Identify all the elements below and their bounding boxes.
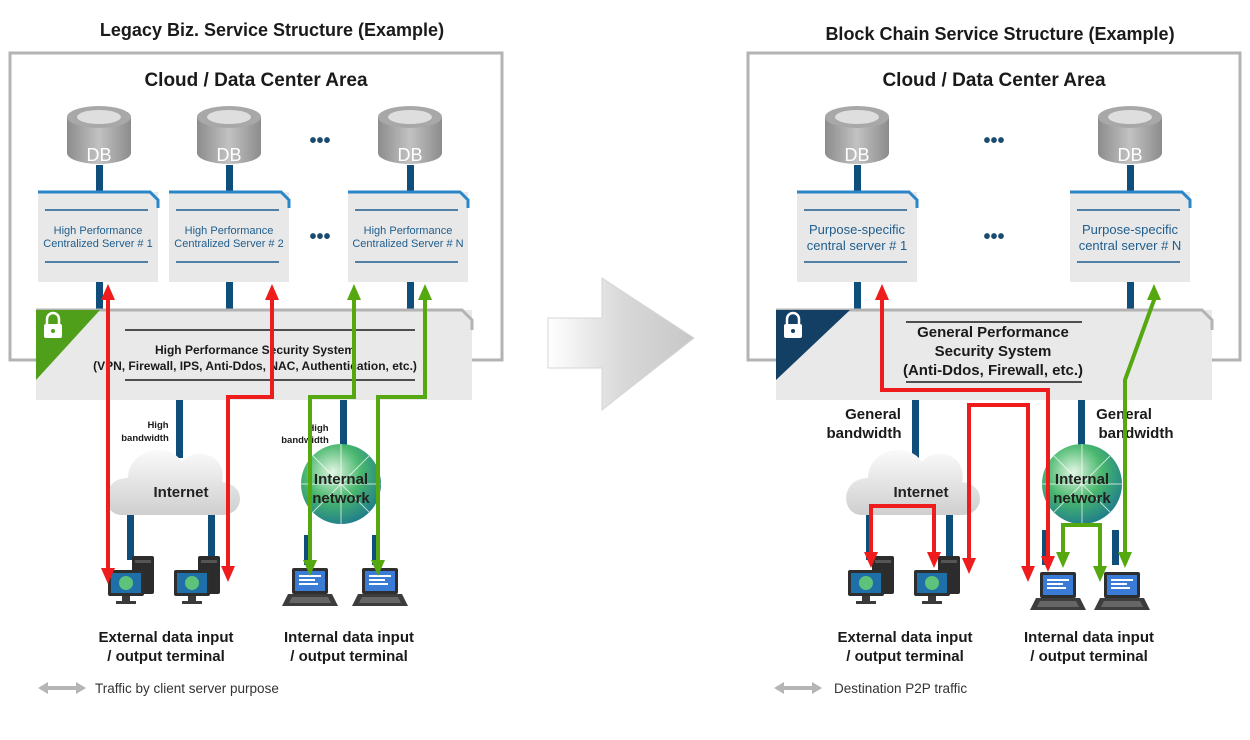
server-1: Purpose-specific central server # 1 [797, 190, 919, 282]
ellipsis-dots: ••• [983, 130, 1004, 152]
svg-text:Centralized Server # N: Centralized Server # N [352, 238, 463, 250]
server-1: High Performance Centralized Server # 1 [38, 190, 160, 282]
bandwidth-label: bandwidth [281, 435, 329, 446]
ellipsis-dots: ••• [309, 226, 330, 248]
svg-text:Centralized Server # 2: Centralized Server # 2 [174, 238, 283, 250]
db-icon: DB [825, 106, 889, 165]
server-n: Purpose-specific central server # N [1070, 190, 1192, 282]
bandwidth-label: General [845, 406, 901, 423]
svg-text:Internet: Internet [893, 484, 948, 501]
svg-text:(VPN, Firewall, IPS, Anti-Ddos: (VPN, Firewall, IPS, Anti-Ddos, NAC, Aut… [93, 359, 417, 373]
laptop-icon [1030, 572, 1086, 610]
svg-text:DB: DB [1117, 145, 1142, 165]
ellipsis-dots: ••• [309, 130, 330, 152]
svg-text:DB: DB [397, 145, 422, 165]
laptop-icon [1094, 572, 1150, 610]
traffic-lines [106, 298, 427, 570]
cloud-area-title: Cloud / Data Center Area [144, 70, 368, 91]
lock-icon [784, 311, 802, 338]
security-system-bar: High Performance Security System (VPN, F… [36, 308, 474, 400]
bandwidth-label: High [307, 423, 328, 434]
bandwidth-label: bandwidth [827, 425, 902, 442]
svg-text:network: network [312, 490, 370, 507]
svg-text:Purpose-specific: Purpose-specific [809, 222, 906, 237]
desktop-pc-icon [914, 556, 960, 604]
svg-text:General Performance: General Performance [917, 324, 1069, 341]
svg-text:High Performance Security Syst: High Performance Security System [155, 343, 355, 357]
desktop-pc-icon [174, 556, 220, 604]
svg-text:Internal: Internal [1055, 471, 1109, 488]
svg-text:Internal: Internal [314, 471, 368, 488]
legend-double-arrow-icon [38, 682, 86, 694]
internal-network-globe-icon: Internal network [301, 444, 381, 524]
desktop-pc-icon [108, 556, 154, 604]
svg-text:DB: DB [86, 145, 111, 165]
internal-terminal-label: / output terminal [1030, 648, 1148, 665]
svg-text:High Performance: High Performance [364, 225, 453, 237]
server-n: High Performance Centralized Server # N [348, 190, 470, 282]
external-terminal-label: / output terminal [107, 648, 225, 665]
db-icon: DB [378, 106, 442, 165]
legend-double-arrow-icon [774, 682, 822, 694]
arrow-heads [864, 284, 1161, 582]
db-icon: DB [197, 106, 261, 165]
legend-text: Destination P2P traffic [834, 681, 967, 696]
laptop-icon [352, 568, 408, 606]
transition-arrow-icon [547, 277, 695, 412]
internet-cloud-icon: Internet [846, 450, 981, 515]
svg-text:DB: DB [216, 145, 241, 165]
blockchain-structure-panel: Block Chain Service Structure (Example) … [746, 24, 1242, 696]
svg-text:Internet: Internet [153, 484, 208, 501]
legend-text: Traffic by client server purpose [95, 681, 279, 696]
svg-text:Security System: Security System [935, 343, 1052, 360]
security-system-bar: General Performance Security System (Ant… [776, 308, 1214, 400]
legacy-title: Legacy Biz. Service Structure (Example) [100, 20, 444, 40]
internal-terminal-label: Internal data input [1024, 629, 1154, 646]
db-icon: DB [67, 106, 131, 165]
internet-cloud-icon: Internet [106, 450, 241, 515]
server-2: High Performance Centralized Server # 2 [169, 190, 291, 282]
legacy-structure-panel: Legacy Biz. Service Structure (Example) … [8, 20, 504, 696]
svg-text:central server # 1: central server # 1 [807, 238, 907, 253]
internal-terminal-label: / output terminal [290, 648, 408, 665]
db-icon: DB [1098, 106, 1162, 165]
internal-terminal-label: Internal data input [284, 629, 414, 646]
svg-text:network: network [1053, 490, 1111, 507]
svg-text:central server # N: central server # N [1079, 238, 1182, 253]
svg-text:High Performance: High Performance [185, 225, 274, 237]
external-terminal-label: / output terminal [846, 648, 964, 665]
ellipsis-dots: ••• [983, 226, 1004, 248]
svg-text:Purpose-specific: Purpose-specific [1082, 222, 1179, 237]
cloud-area-title: Cloud / Data Center Area [882, 70, 1106, 91]
bandwidth-label: bandwidth [121, 433, 169, 444]
bandwidth-label: bandwidth [1099, 425, 1174, 442]
connection-poles [96, 165, 414, 565]
bandwidth-label: High [147, 420, 168, 431]
svg-text:High Performance: High Performance [54, 225, 143, 237]
external-terminal-label: External data input [98, 629, 233, 646]
lock-icon [44, 311, 62, 338]
external-terminal-label: External data input [837, 629, 972, 646]
svg-text:(Anti-Ddos, Firewall, etc.): (Anti-Ddos, Firewall, etc.) [903, 362, 1083, 379]
svg-text:Centralized Server # 1: Centralized Server # 1 [43, 238, 152, 250]
svg-text:DB: DB [844, 145, 869, 165]
blockchain-title: Block Chain Service Structure (Example) [825, 24, 1174, 44]
arrow-heads [101, 284, 432, 584]
internal-network-globe-icon: Internal network [1042, 444, 1122, 524]
